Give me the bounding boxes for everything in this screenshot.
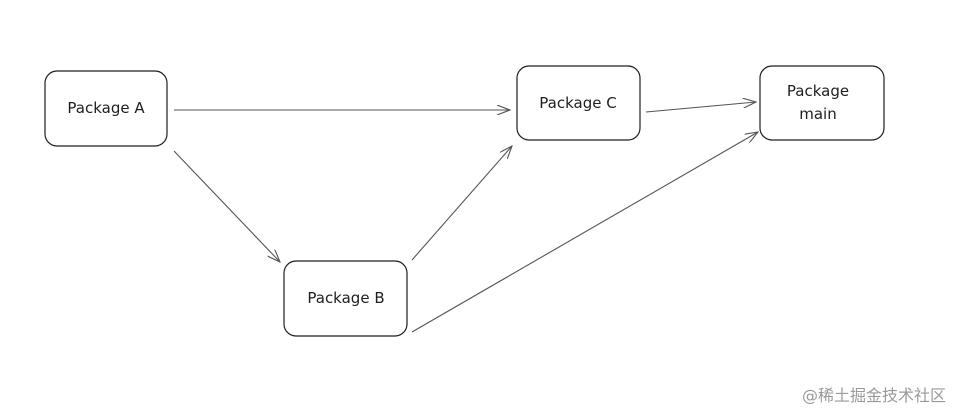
edge-a-to-b: [173, 150, 280, 262]
node-label: Package C: [539, 94, 616, 112]
node-label: Package A: [67, 99, 145, 117]
edge-b-to-main: [411, 132, 758, 333]
node-package-a[interactable]: Package A: [44, 70, 168, 147]
node-package-c[interactable]: Package C: [516, 65, 641, 141]
edges-layer: [173, 102, 758, 333]
edge-c-to-main: [645, 102, 756, 113]
node-label-line-1: Package: [787, 82, 849, 100]
node-package-main[interactable]: Package main: [759, 65, 885, 141]
node-label: Package B: [307, 289, 384, 307]
node-package-b[interactable]: Package B: [283, 260, 408, 337]
watermark: @稀土掘金技术社区: [801, 386, 946, 405]
node-label-line-2: main: [799, 105, 836, 123]
node-box: [516, 65, 641, 141]
edge-b-to-c: [411, 146, 512, 261]
node-box: [283, 260, 408, 337]
node-box: [44, 70, 168, 147]
node-box: [759, 65, 885, 141]
